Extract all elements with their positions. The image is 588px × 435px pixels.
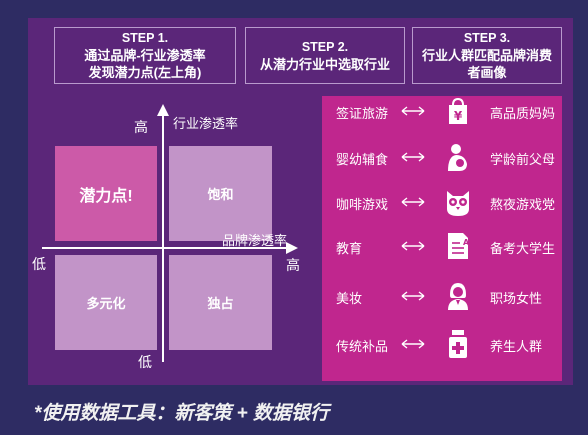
crowd-label: 熬夜游戏党 (490, 197, 556, 212)
mapping-row: 咖啡游戏 熬夜游戏党 (322, 187, 562, 217)
step-3-body: 行业人群匹配品牌消费 者画像 (421, 48, 552, 80)
svg-text:¥: ¥ (454, 109, 463, 123)
step-1-title: STEP 1. (121, 31, 169, 45)
mapping-row: 传统补品 养生人群 (322, 329, 562, 359)
quadrant-diversified-label: 多元化 (86, 296, 126, 311)
double-arrow-icon (401, 291, 425, 301)
double-arrow-icon (401, 241, 425, 251)
quadrant-diversified: 多元化 (55, 255, 157, 350)
footer-note: *使用数据工具：新客策 + 数据银行 (34, 403, 330, 424)
quadrant-saturated: 饱和 (169, 146, 272, 241)
quadrant-saturated-label: 饱和 (207, 187, 234, 202)
x-high-label: 高 (286, 257, 300, 273)
mapping-panel (322, 96, 562, 381)
svg-text:A+: A+ (463, 238, 473, 247)
quadrant-potential-label: 潜力点! (79, 187, 133, 205)
quadrant-potential: 潜力点! (55, 146, 157, 241)
quadrant-monopoly: 独占 (169, 255, 272, 350)
step-1-box: STEP 1. 通过品牌-行业渗透率 发现潜力点(左上角) (54, 27, 236, 84)
double-arrow-icon (401, 197, 425, 207)
crowd-label: 学龄前父母 (490, 152, 556, 167)
x-low-label: 低 (32, 256, 46, 272)
step-3-box: STEP 3. 行业人群匹配品牌消费 者画像 (412, 27, 562, 84)
segment-label: 教育 (336, 241, 363, 256)
segment-label: 婴幼辅食 (336, 152, 389, 167)
mapping-row: 美妆 职场女性 (322, 281, 562, 311)
segment-label: 传统补品 (336, 339, 389, 354)
office-woman-icon (448, 283, 468, 310)
segment-label: 美妆 (336, 291, 363, 306)
step-3-title: STEP 3. (463, 31, 511, 45)
segment-label: 签证旅游 (336, 106, 389, 121)
y-low-label: 低 (138, 354, 152, 370)
quadrant-monopoly-label: 独占 (207, 296, 234, 311)
x-axis-label: 品牌渗透率 (222, 233, 288, 248)
y-axis-label: 行业渗透率 (173, 116, 239, 131)
step-2-body: 从潜力行业中选取行业 (259, 56, 390, 72)
owl-icon (447, 191, 469, 216)
mapping-row: 婴幼辅食 学龄前父母 (322, 142, 562, 172)
step-2-box: STEP 2. 从潜力行业中选取行业 (245, 27, 405, 84)
exam-paper-icon: A+ (448, 233, 473, 259)
mapping-row: 签证旅游 ¥ 高品质妈妈 (322, 96, 562, 126)
crowd-label: 备考大学生 (490, 241, 556, 256)
double-arrow-icon (401, 152, 425, 162)
crowd-label: 养生人群 (490, 339, 543, 354)
crowd-label: 职场女性 (490, 291, 543, 306)
mother-baby-icon (448, 144, 467, 171)
mapping-row: 教育 A+ 备考大学生 (322, 231, 562, 261)
shopping-bag-yen-icon: ¥ (449, 97, 467, 124)
segment-label: 咖啡游戏 (336, 197, 389, 212)
step-2-title: STEP 2. (301, 39, 349, 54)
y-high-label: 高 (134, 119, 148, 135)
medicine-bottle-icon (449, 330, 467, 358)
step-1-body: 通过品牌-行业渗透率 发现潜力点(左上角) (84, 48, 206, 80)
double-arrow-icon (401, 106, 425, 116)
crowd-label: 高品质妈妈 (490, 106, 556, 121)
double-arrow-icon (401, 339, 425, 349)
